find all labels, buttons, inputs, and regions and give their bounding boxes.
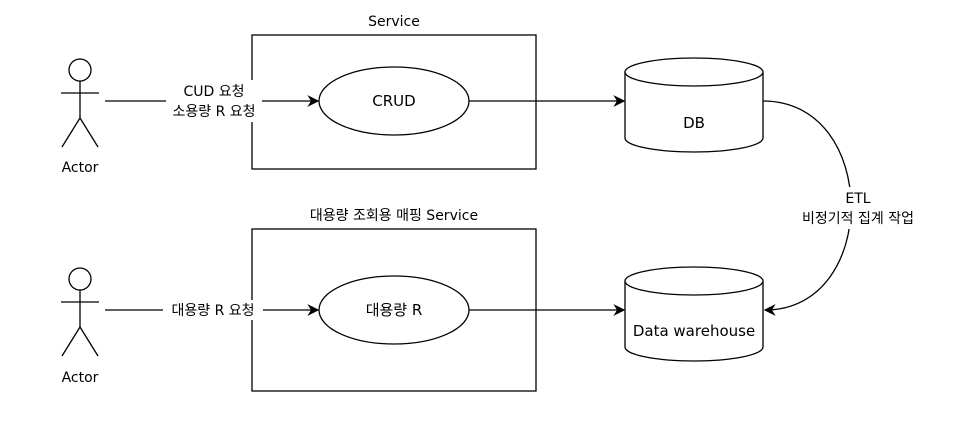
etl-label-line2: 비정기적 집계 작업 <box>802 211 914 227</box>
service-top-title: Service <box>368 14 420 30</box>
edge-top-label-line2: 소용량 R 요청 <box>172 104 255 120</box>
edge-bottom-label: 대용량 R 요청 <box>171 303 254 319</box>
db-label: DB <box>683 114 705 132</box>
actor-bottom-label: Actor <box>62 370 99 386</box>
usecase-bulk-read-label: 대용량 R <box>366 301 423 319</box>
warehouse-label: Data warehouse <box>633 322 755 340</box>
warehouse-cylinder-icon <box>624 266 764 362</box>
actor-bottom-head-icon <box>68 267 92 291</box>
actor-top-head-icon <box>68 58 92 82</box>
etl-label-line1: ETL <box>845 191 870 207</box>
edge-top-label-line1: CUD 요청 <box>183 84 244 100</box>
db-cylinder-icon <box>624 57 764 153</box>
actor-top <box>61 58 99 148</box>
edge-bottom-label-bg <box>163 300 263 320</box>
etl-label-bg <box>785 187 930 229</box>
service-bottom-title: 대용량 조회용 매핑 Service <box>310 208 478 224</box>
edge-top-label-bg <box>166 80 262 122</box>
actor-bottom <box>61 267 99 357</box>
actor-top-label: Actor <box>62 160 99 176</box>
usecase-crud-label: CRUD <box>372 92 415 110</box>
